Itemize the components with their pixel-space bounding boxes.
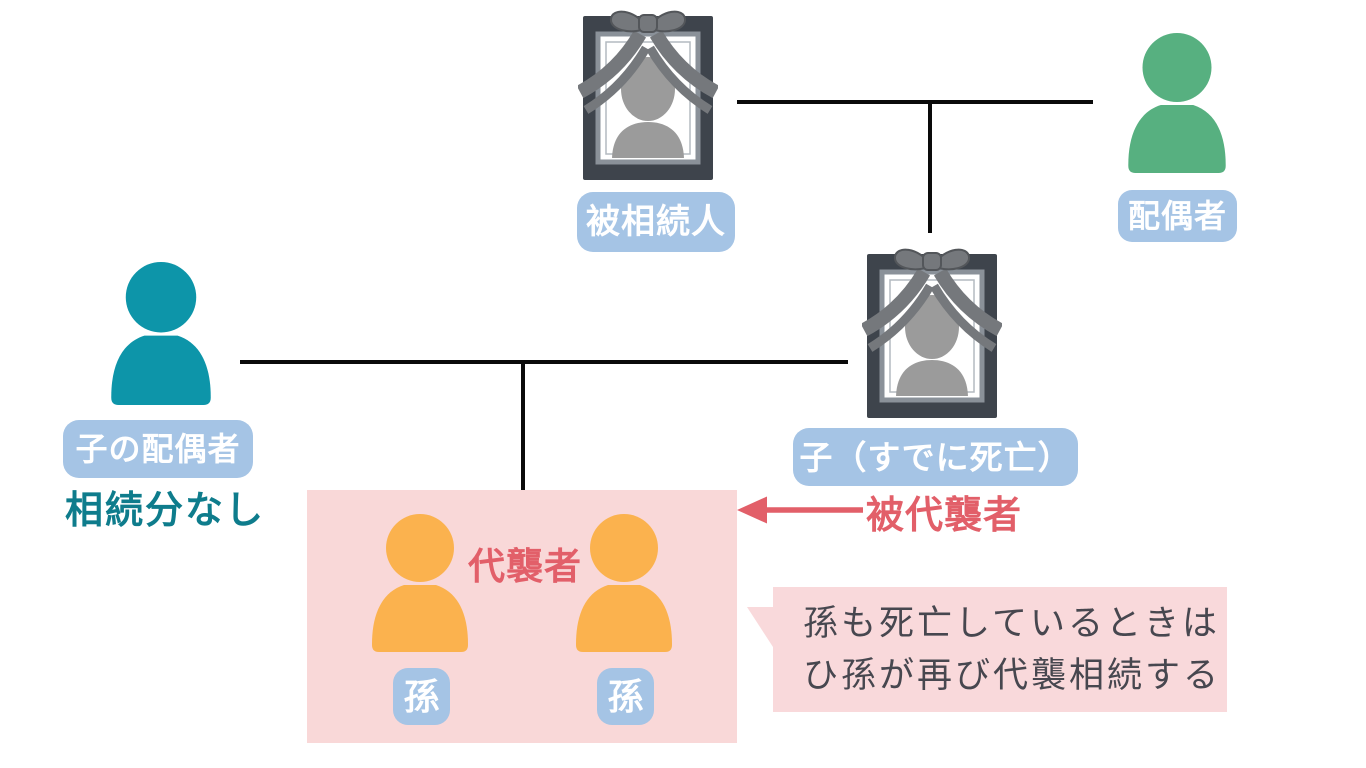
note-no-inheritance-share: 相続分なし [65,490,266,532]
connector-decedent-spouse [737,100,1093,104]
label-spouse: 配偶者 [1118,190,1237,242]
label-substitute-heir: 代襲者 [468,546,582,587]
person-icon-grandchild-left [364,513,476,653]
callout-text-line2: ひ孫が再び代襲相続する [803,655,1222,695]
person-icon-childs-spouse [101,262,221,405]
label-grandchild-right: 孫 [597,668,654,725]
callout-tail [747,607,773,647]
callout-bubble: 孫も死亡しているときは ひ孫が再び代襲相続する [747,587,1227,712]
memorial-portrait-icon-decedent [578,2,718,182]
label-substituted-person: 被代襲者 [866,495,1023,537]
person-icon-spouse [1120,33,1234,173]
person-icon-grandchild-right [568,513,680,653]
memorial-portrait-icon-child [862,240,1002,420]
connector-couple-to-child [928,100,932,233]
connector-couple-to-grandchildren [521,362,525,490]
arrow-icon [737,496,863,524]
label-childs-spouse: 子の配偶者 [63,420,253,478]
label-grandchild-left: 孫 [393,668,450,725]
label-decedent: 被相続人 [577,192,735,252]
connector-childspouse-child [240,360,848,364]
callout-text-line1: 孫も死亡しているときは [803,603,1220,643]
label-child-deceased: 子（すでに死亡） [793,428,1078,486]
